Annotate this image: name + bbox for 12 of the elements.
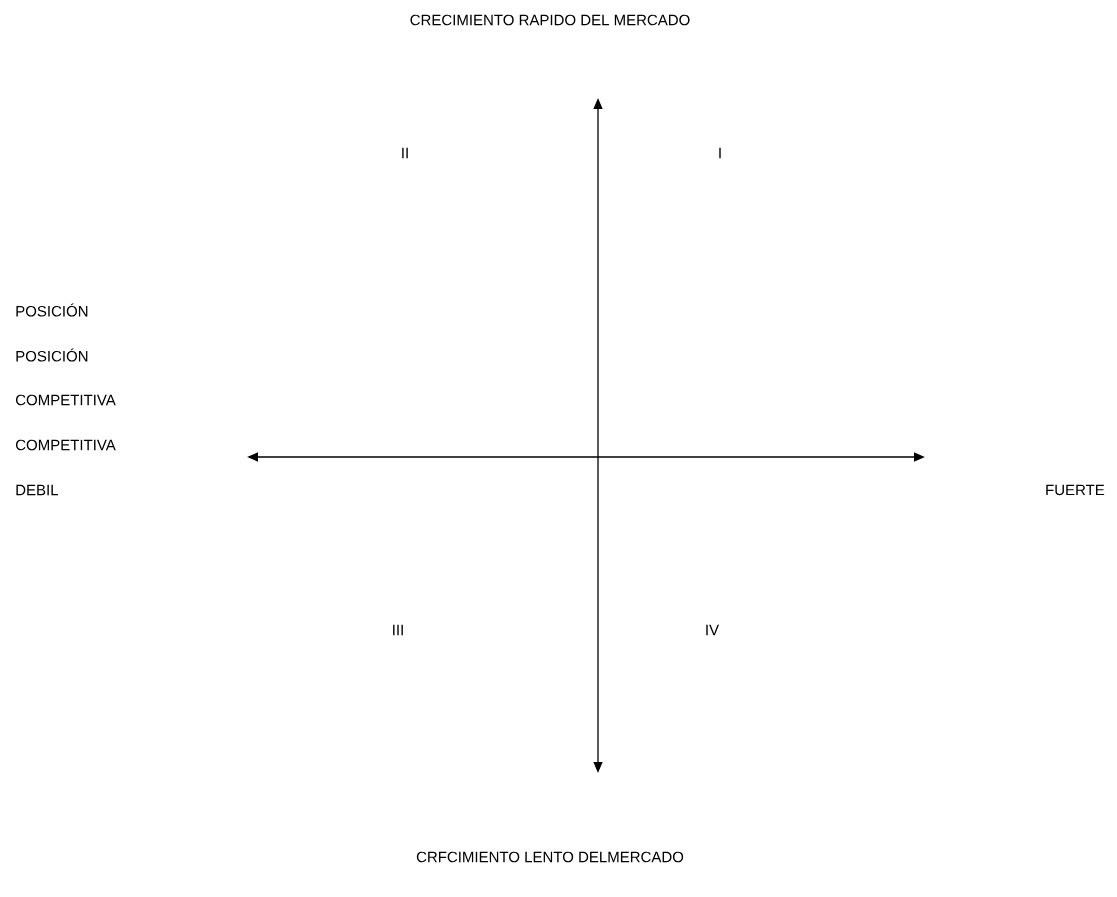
axis-label: COMPETITIVA [16, 394, 116, 406]
axis-title: CRFCIMIENTO LENTO DELMERCADO [416, 851, 684, 863]
axis-label: FUERTE [1046, 484, 1105, 496]
quadrant-number: I [719, 147, 721, 159]
quadrant-number: III [393, 624, 403, 636]
quadrant-number: IV [706, 624, 719, 636]
axis-label: COMPETITIVA [16, 439, 116, 451]
axis-label: POSICIÓN [16, 303, 88, 317]
axis-label: POSICIÓN [16, 348, 88, 362]
quadrant-number: II [402, 147, 408, 159]
axis-title: CRECIMIENTO RAPIDO DEL MERCADO [410, 14, 690, 26]
axis-label: DEBIL [16, 484, 59, 496]
